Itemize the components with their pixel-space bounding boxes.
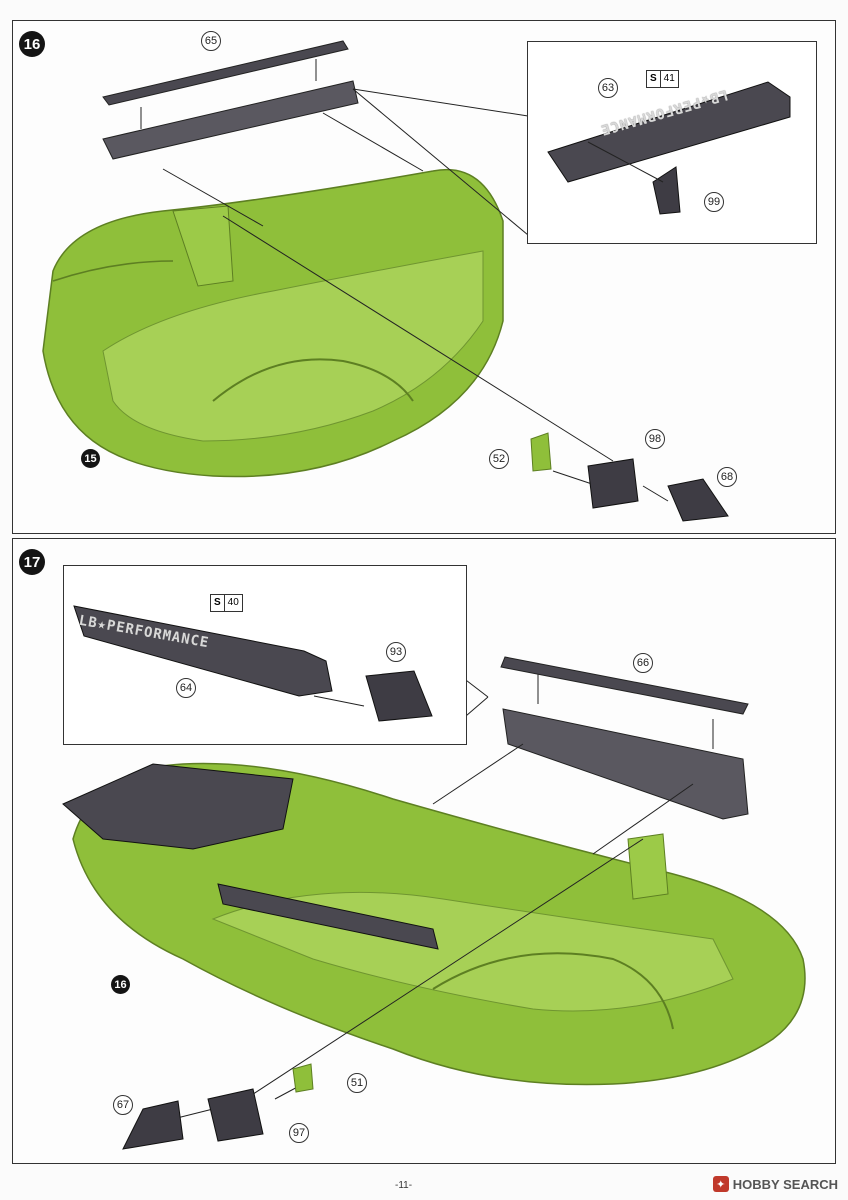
step-16-car-edge (52, 260, 174, 282)
part-68-callout: 68 (717, 467, 737, 487)
inset-17-wing-base (73, 605, 333, 697)
step-16-inset-illustration (547, 81, 791, 215)
page-number: -11- (395, 1180, 413, 1191)
page-footer: -11- ✦ HOBBY SEARCH (0, 1168, 848, 1200)
inset-17-bracket (365, 670, 433, 722)
decal-number-label: 41 (663, 73, 675, 84)
part-97-callout: 97 (289, 1123, 309, 1143)
step-16-illustration (42, 40, 729, 522)
step-17-wing-top (500, 656, 749, 715)
part-65-callout: 65 (201, 31, 221, 51)
step-17-car-arch (432, 952, 674, 1030)
watermark: ✦ HOBBY SEARCH (712, 1176, 838, 1192)
step-17-strut (627, 833, 669, 900)
step-16-fin-left (530, 432, 552, 472)
part-64-callout: 64 (176, 678, 196, 698)
step-17-detail-inset: LB★PERFORMANCE S 40 64 93 (63, 565, 467, 745)
inset-16-bracket (652, 166, 681, 215)
step-16-wing-top (102, 40, 349, 106)
step-17-side-skirt (217, 883, 439, 950)
step-17-illustration (62, 656, 806, 1150)
decal-sheet-label: S (647, 71, 661, 87)
step-16-number-badge: 16 (19, 31, 45, 57)
step-17-wing-base (502, 708, 749, 820)
inset-16-wing-base (547, 81, 791, 183)
step-17-decal-tag: S 40 (210, 594, 243, 612)
step-16-panel: 16 15 65 98 52 68 LB★PERFORMANCE S 41 63… (12, 20, 836, 534)
step-16-bracket (587, 458, 639, 509)
step-16-car-arch (212, 358, 414, 402)
hobbysearch-logo-icon: ✦ (712, 1176, 729, 1192)
step-16-arrows (140, 59, 669, 502)
step-17-fin-right (292, 1063, 314, 1093)
part-52-callout: 52 (489, 449, 509, 469)
step-17-interior (62, 763, 294, 850)
step-17-bracket (207, 1088, 264, 1142)
step-16-car-strut (172, 205, 234, 287)
part-51-callout: 51 (347, 1073, 367, 1093)
step-16-decal-tag: S 41 (646, 70, 679, 88)
decal-sheet-label: S (211, 595, 225, 611)
step-16-assembly-ref: 15 (81, 449, 100, 468)
watermark-text: HOBBY SEARCH (732, 1176, 838, 1192)
step-17-number-badge: 17 (19, 549, 45, 575)
part-66-callout: 66 (633, 653, 653, 673)
inset-17-arrow (313, 695, 365, 707)
step-16-wing-base (102, 80, 359, 160)
step-17-panel: 17 16 66 97 51 67 LB★PERFORMANCE S 40 64… (12, 538, 836, 1164)
step-16-fin-right (667, 478, 729, 522)
part-99-callout: 99 (704, 192, 724, 212)
step-16-detail-inset: LB★PERFORMANCE S 41 63 99 (527, 41, 817, 244)
part-63-callout: 63 (598, 78, 618, 98)
step-17-inset-illustration (73, 605, 433, 722)
part-93-callout: 93 (386, 642, 406, 662)
step-17-assembly-ref: 16 (111, 975, 130, 994)
inset-16-arrow (587, 141, 664, 183)
step-17-fin-left (122, 1100, 184, 1150)
part-67-callout: 67 (113, 1095, 133, 1115)
decal-number-label: 40 (227, 597, 239, 608)
part-98-callout: 98 (645, 429, 665, 449)
step-16-car-inner-shadow (102, 250, 484, 442)
